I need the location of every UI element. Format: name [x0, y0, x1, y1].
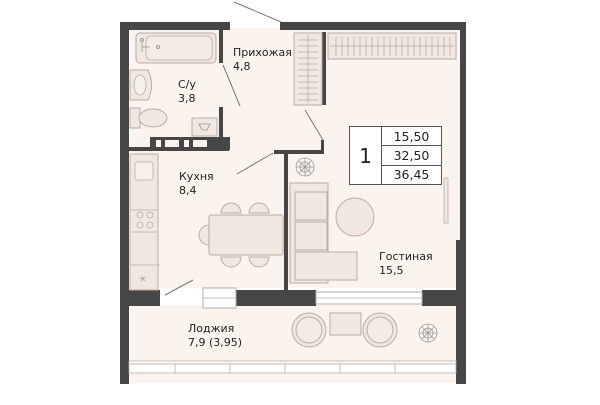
- room-loggia: Лоджия 7,9 (3,95): [188, 322, 242, 350]
- room-name: Гостиная: [379, 250, 433, 263]
- room-area: 8,4: [179, 184, 197, 197]
- room-area: 15,5: [379, 264, 404, 277]
- total-area-with-loggia: 36,45: [393, 167, 430, 183]
- room-name: С/у: [178, 78, 196, 91]
- room-hallway: Прихожая 4,8: [233, 46, 292, 74]
- room-kitchen: Кухня 8,4: [179, 170, 214, 198]
- area-summary-table: 1 15,50 32,50 36,45: [349, 126, 442, 185]
- room-name: Лоджия: [188, 322, 235, 335]
- room-bathroom: С/у 3,8: [178, 78, 196, 106]
- room-area: 4,8: [233, 60, 251, 73]
- rooms-count: 1: [350, 127, 382, 184]
- room-name: Кухня: [179, 170, 214, 183]
- total-area: 32,50: [382, 146, 441, 166]
- living-area: 15,50: [382, 127, 441, 147]
- room-area: 7,9 (3,95): [188, 336, 243, 349]
- room-area: 3,8: [178, 92, 196, 105]
- svg-text:✳: ✳: [139, 275, 147, 285]
- room-living: Гостиная 15,5: [379, 250, 433, 278]
- room-name: Прихожая: [233, 46, 292, 59]
